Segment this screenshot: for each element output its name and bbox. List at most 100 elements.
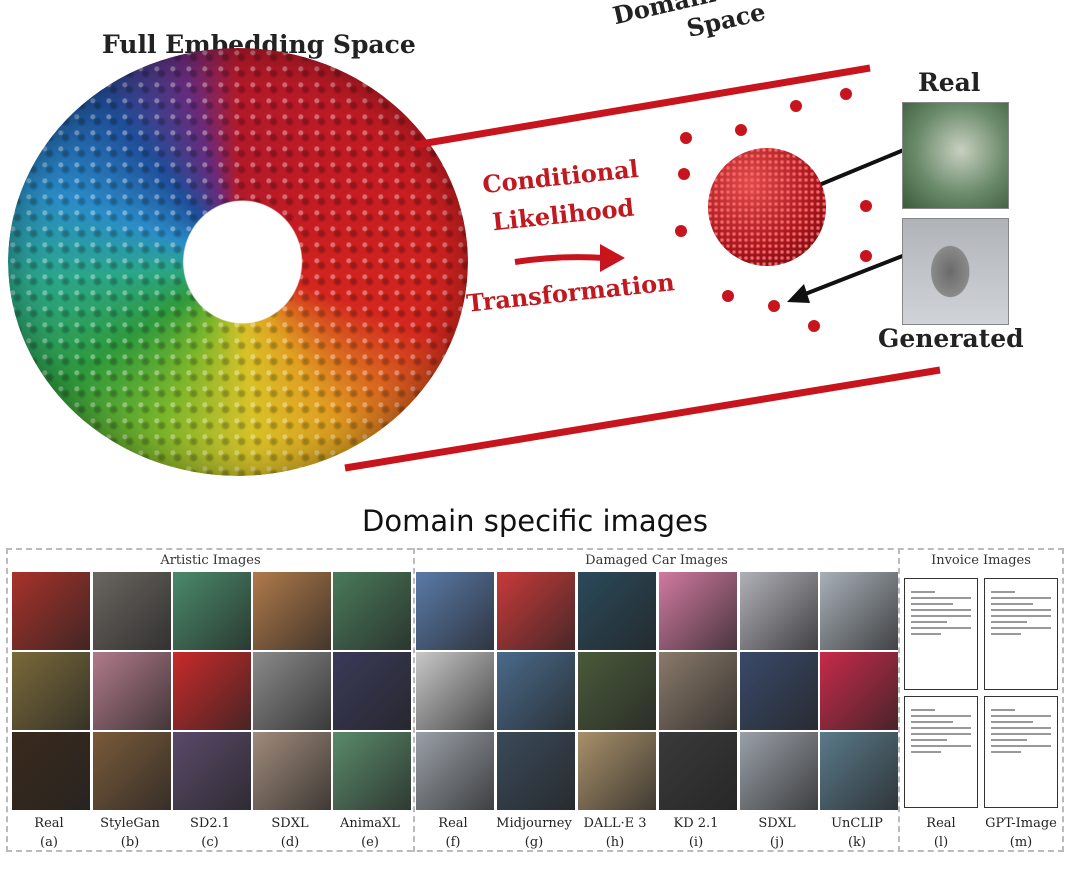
sample-image-thumbnail: [740, 732, 818, 810]
column-caption: Real (a): [10, 814, 88, 852]
generator-name: AnimaXL: [340, 816, 400, 831]
column-letter: (g): [524, 835, 544, 850]
sample-image-thumbnail: [578, 652, 656, 730]
generator-name: DALL·E 3: [583, 816, 647, 831]
sample-image-thumbnail: [173, 652, 251, 730]
sample-dot: [790, 100, 802, 112]
generated-bird-photo: [902, 218, 1009, 325]
column-caption: SD2.1 (c): [171, 814, 249, 852]
sample-image-thumbnail: [253, 572, 331, 650]
sample-image-thumbnail: [93, 652, 171, 730]
domain-sphere: [708, 148, 826, 266]
generator-name: Midjourney: [496, 816, 572, 831]
domain-images-title: Domain specific images: [362, 504, 708, 538]
column-caption: GPT-Image (m): [982, 814, 1060, 852]
sample-image-thumbnail: [12, 572, 90, 650]
sample-dot: [722, 290, 734, 302]
invoice-thumbnail: [904, 578, 978, 690]
sample-image-thumbnail: [416, 652, 494, 730]
generator-name: KD 2.1: [673, 816, 719, 831]
generator-name: SD2.1: [189, 816, 230, 831]
sample-image-thumbnail: [416, 732, 494, 810]
sample-image-thumbnail: [578, 732, 656, 810]
sample-image-thumbnail: [253, 652, 331, 730]
section-title-artistic: Artistic Images: [160, 553, 261, 568]
sample-image-thumbnail: [820, 652, 898, 730]
generator-name: UnCLIP: [831, 816, 883, 831]
sample-image-thumbnail: [820, 732, 898, 810]
sample-dot: [840, 88, 852, 100]
generator-name: GPT-Image: [985, 816, 1057, 831]
sample-image-thumbnail: [820, 572, 898, 650]
column-letter: (k): [847, 835, 867, 850]
real-label: Real: [918, 68, 981, 97]
sample-dot: [768, 300, 780, 312]
sample-dot: [860, 200, 872, 212]
embedding-torus: [8, 48, 468, 476]
column-caption: DALL·E 3 (h): [576, 814, 654, 852]
column-caption: KD 2.1(i): [657, 814, 735, 852]
column-letter: (h): [605, 835, 625, 850]
column-letter: (m): [1009, 835, 1033, 850]
section-divider: [898, 548, 900, 852]
sample-image-thumbnail: [497, 732, 575, 810]
column-caption: Real (f): [414, 814, 492, 852]
column-caption: Midjourney (g): [495, 814, 573, 852]
sample-image-thumbnail: [497, 652, 575, 730]
generated-arrow: [794, 253, 906, 300]
column-letter: (f): [445, 835, 461, 850]
sample-image-thumbnail: [740, 652, 818, 730]
sample-dot: [735, 124, 747, 136]
column-caption: UnCLIP (k): [818, 814, 896, 852]
sample-image-thumbnail: [659, 652, 737, 730]
generator-name: Real: [438, 816, 468, 831]
column-letter: (j): [769, 835, 785, 850]
sample-image-thumbnail: [12, 652, 90, 730]
lower-projection-line: [344, 366, 941, 472]
sample-image-thumbnail: [659, 572, 737, 650]
generated-label: Generated: [878, 324, 1024, 353]
generator-name: SDXL: [758, 816, 796, 831]
invoice-thumbnail: [904, 696, 978, 808]
sample-image-thumbnail: [12, 732, 90, 810]
real-bird-photo: [902, 102, 1009, 209]
upper-projection-line: [414, 64, 871, 149]
column-caption: Real(l): [902, 814, 980, 852]
invoice-thumbnail: [984, 578, 1058, 690]
sample-image-thumbnail: [93, 572, 171, 650]
column-letter: (b): [120, 835, 140, 850]
invoice-thumbnail: [984, 696, 1058, 808]
generator-name: StyleGan: [100, 816, 160, 831]
sample-image-thumbnail: [173, 732, 251, 810]
sample-dot: [680, 132, 692, 144]
transform-arrowhead: [600, 244, 625, 272]
sample-dot: [675, 225, 687, 237]
sample-dot: [860, 250, 872, 262]
column-letter: (d): [280, 835, 300, 850]
section-divider: [413, 548, 415, 852]
sample-image-thumbnail: [173, 572, 251, 650]
images-frame: [6, 548, 1064, 852]
generator-name: Real: [926, 816, 956, 831]
sample-image-thumbnail: [333, 652, 411, 730]
column-caption: SDXL (d): [251, 814, 329, 852]
sample-image-thumbnail: [740, 572, 818, 650]
section-title-cars: Damaged Car Images: [585, 553, 728, 568]
generator-name: Real: [34, 816, 64, 831]
sample-image-thumbnail: [416, 572, 494, 650]
sample-image-thumbnail: [253, 732, 331, 810]
column-letter: (c): [201, 835, 219, 850]
sample-image-thumbnail: [659, 732, 737, 810]
column-letter: (e): [361, 835, 379, 850]
sample-image-thumbnail: [497, 572, 575, 650]
column-letter: (a): [40, 835, 58, 850]
sample-image-thumbnail: [93, 732, 171, 810]
sample-dot: [808, 320, 820, 332]
sample-image-thumbnail: [333, 732, 411, 810]
generator-name: SDXL: [271, 816, 309, 831]
transform-arrow: [514, 254, 606, 265]
sample-image-thumbnail: [578, 572, 656, 650]
sample-dot: [678, 168, 690, 180]
column-caption: AnimaXL (e): [331, 814, 409, 852]
